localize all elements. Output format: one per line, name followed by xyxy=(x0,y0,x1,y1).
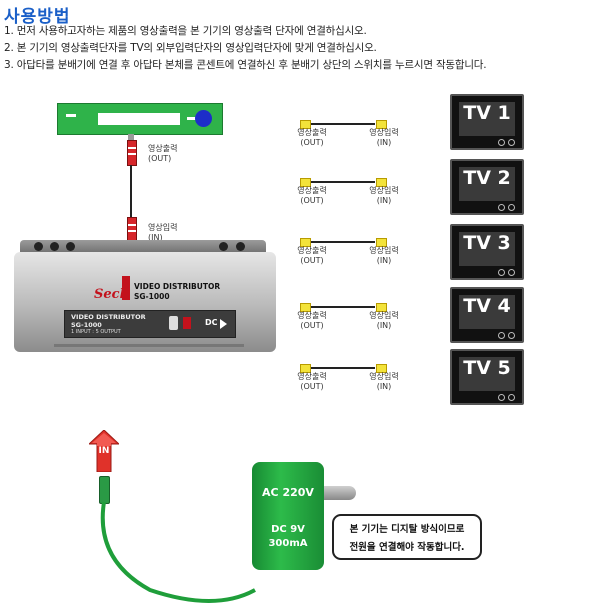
tv-knob-icon xyxy=(498,139,505,146)
device-model: SG-1000 xyxy=(134,292,170,301)
tv-knob-icon xyxy=(498,204,505,211)
dc-arrow-icon xyxy=(220,319,227,329)
in-sub: (IN) xyxy=(376,256,392,265)
source-in-sub: (IN) xyxy=(148,233,163,242)
tv-cable xyxy=(311,181,375,183)
adapter-dc: DC 9V xyxy=(271,524,305,535)
out-sub: (OUT) xyxy=(300,256,324,265)
tv-set: TV 1 xyxy=(450,94,524,150)
in-sub: (IN) xyxy=(376,382,392,391)
tv-set: TV 2 xyxy=(450,159,524,215)
in-label: IN xyxy=(98,446,110,456)
page-title: 사용방법 xyxy=(4,7,71,27)
in-label: 영상입력 xyxy=(369,246,399,255)
in-label: 영상입력 xyxy=(369,311,399,320)
tv-label: TV 1 xyxy=(463,102,511,124)
tv-cable-out-plug xyxy=(300,364,311,373)
out-label: 영상출력 xyxy=(297,128,327,137)
out-label: 영상출력 xyxy=(297,372,327,381)
tv-cable-in-plug xyxy=(376,120,387,129)
out-sub: (OUT) xyxy=(300,196,324,205)
in-label: 영상입력 xyxy=(369,128,399,137)
in-sub: (IN) xyxy=(376,321,392,330)
tv-cable xyxy=(311,306,375,308)
tv-set: TV 3 xyxy=(450,224,524,280)
out-label: 영상출력 xyxy=(297,246,327,255)
adapter-prong xyxy=(324,486,356,500)
device-name: VIDEO DISTRIBUTOR xyxy=(134,282,221,291)
device-front-panel: VIDEO DISTRIBUTOR SG-1000 1 INPUT : 5 OU… xyxy=(64,310,236,338)
panel-model: SG-1000 xyxy=(71,321,102,329)
out-sub: (OUT) xyxy=(300,138,324,147)
out-sub: (OUT) xyxy=(300,321,324,330)
instruction-2: 2. 본 기기의 영상출력단자를 TV의 외부입력단자의 영상입력단자에 맞게 … xyxy=(4,42,377,54)
tv-label: TV 4 xyxy=(463,295,511,317)
tv-knob-icon xyxy=(508,394,515,401)
source-in-label: 영상입력 xyxy=(148,223,178,232)
tv-label: TV 3 xyxy=(463,232,511,254)
source-out-label: 영상출력 xyxy=(148,144,178,153)
tv-cable-in-plug xyxy=(376,238,387,247)
out-sub: (OUT) xyxy=(300,382,324,391)
video-distributor: Sech VIDEO DISTRIBUTOR SG-1000 VIDEO DIS… xyxy=(14,240,276,352)
tv-label: TV 5 xyxy=(463,357,511,379)
in-sub: (IN) xyxy=(376,138,392,147)
tv-cable-out-plug xyxy=(300,120,311,129)
source-device xyxy=(57,103,223,135)
power-switch-icon xyxy=(169,316,178,330)
tv-cable xyxy=(311,367,375,369)
tv-knob-icon xyxy=(508,332,515,339)
out-label: 영상출력 xyxy=(297,186,327,195)
power-button-icon xyxy=(195,110,212,127)
panel-logo xyxy=(183,317,191,329)
tv-cable-out-plug xyxy=(300,178,311,187)
note-line-1: 본 기기는 디지탈 방식이므로 xyxy=(349,524,465,535)
note-line-2: 전원을 연결해야 작동합니다. xyxy=(349,542,465,553)
adapter-note: 본 기기는 디지탈 방식이므로 전원을 연결해야 작동합니다. xyxy=(332,514,482,560)
source-out-sub: (OUT) xyxy=(148,154,172,163)
tv-knob-icon xyxy=(498,269,505,276)
tv-cable-in-plug xyxy=(376,303,387,312)
adapter-ma: 300mA xyxy=(268,538,308,549)
tv-cable-out-plug xyxy=(300,303,311,312)
tv-cable-out-plug xyxy=(300,238,311,247)
panel-io: 1 INPUT : 5 OUTPUT xyxy=(71,329,121,335)
tv-label: TV 2 xyxy=(463,167,511,189)
in-label: 영상입력 xyxy=(369,186,399,195)
out-label: 영상출력 xyxy=(297,311,327,320)
tv-knob-icon xyxy=(508,139,515,146)
adapter-ac: AC 220V xyxy=(262,486,314,499)
in-label: 영상입력 xyxy=(369,372,399,381)
instruction-1: 1. 먼저 사용하고자하는 제품의 영상출력을 본 기기의 영상출력 단자에 연… xyxy=(4,25,367,37)
tv-knob-icon xyxy=(498,394,505,401)
tv-knob-icon xyxy=(498,332,505,339)
panel-name: VIDEO DISTRIBUTOR xyxy=(71,313,146,321)
tv-cable-in-plug xyxy=(376,178,387,187)
in-arrow-icon xyxy=(87,429,121,473)
tv-set: TV 5 xyxy=(450,349,524,405)
source-out-plug xyxy=(127,140,137,166)
tv-knob-icon xyxy=(508,269,515,276)
tv-cable xyxy=(311,123,375,125)
tv-cable xyxy=(311,241,375,243)
tv-knob-icon xyxy=(508,204,515,211)
tv-set: TV 4 xyxy=(450,287,524,343)
instruction-3: 3. 아답타를 분배기에 연결 후 아답타 본체를 콘센트에 연결하신 후 분배… xyxy=(4,59,487,71)
in-sub: (IN) xyxy=(376,196,392,205)
power-adapter: AC 220V DC 9V 300mA xyxy=(252,462,324,570)
dc-label: DC xyxy=(205,318,218,327)
device-brand: Sech xyxy=(94,287,130,302)
tv-cable-in-plug xyxy=(376,364,387,373)
